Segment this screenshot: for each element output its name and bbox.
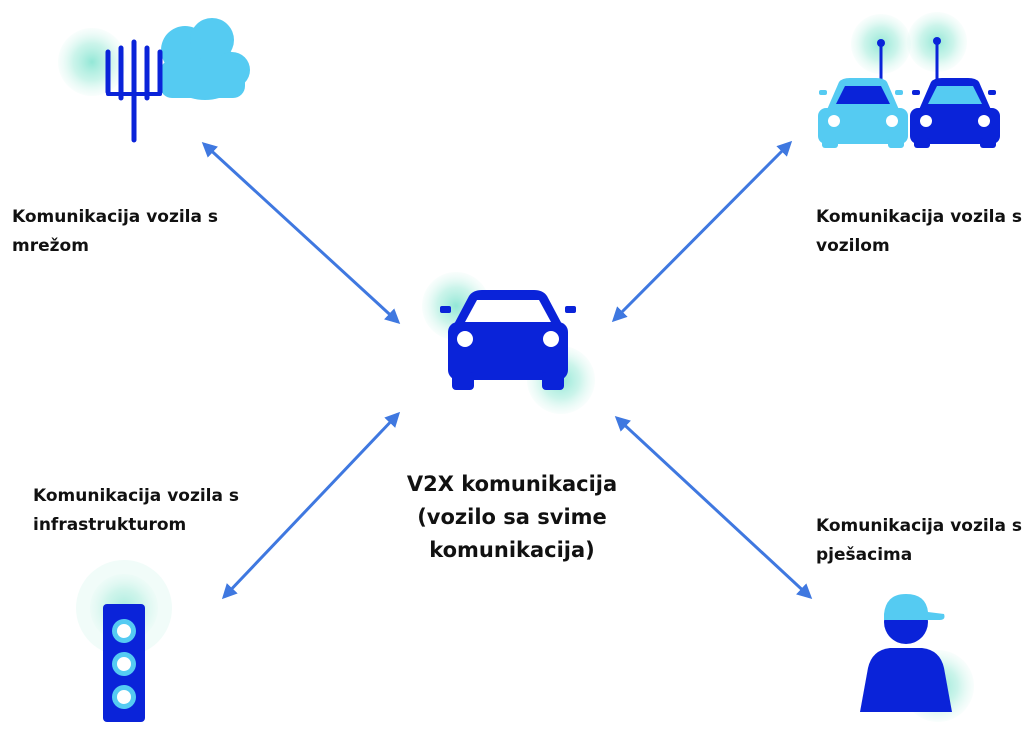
arrow-infrastructure xyxy=(221,411,401,600)
label-infrastructure-line-1: Komunikacija vozila s xyxy=(33,486,240,506)
arrow-network xyxy=(201,141,401,325)
label-vehicle: Komunikacija vozila s vozilom xyxy=(816,203,1022,261)
arrow-vehicle xyxy=(611,140,793,323)
label-pedestrian-line-1: Komunikacija vozila s xyxy=(816,516,1023,536)
label-vehicle-line-2: vozilom xyxy=(816,236,890,256)
center-car-icon xyxy=(422,272,595,414)
label-infrastructure-line-2: infrastrukturom xyxy=(33,515,187,535)
label-pedestrian: Komunikacija vozila s pješacima xyxy=(816,512,1022,570)
pedestrian-icon xyxy=(860,594,974,722)
center-label: V2X komunikacija (vozilo sa svime komuni… xyxy=(360,468,664,567)
label-infrastructure: Komunikacija vozila s infrastrukturom xyxy=(33,482,239,540)
label-network: Komunikacija vozila s mrežom xyxy=(12,203,218,261)
antenna-icon xyxy=(877,37,941,80)
car-light-icon xyxy=(818,78,908,148)
label-network-line-2: mrežom xyxy=(12,236,89,256)
cell-tower-cloud-icon xyxy=(58,18,250,143)
label-network-line-1: Komunikacija vozila s xyxy=(12,207,219,227)
center-label-line-2: (vozilo sa svime xyxy=(417,505,607,529)
traffic-light-icon xyxy=(76,560,172,722)
center-label-line-1: V2X komunikacija xyxy=(406,472,618,496)
arrow-pedestrian xyxy=(614,415,813,600)
label-vehicle-line-1: Komunikacija vozila s xyxy=(816,207,1023,227)
center-label-line-3: komunikacija) xyxy=(429,538,595,562)
cell-tower-icon xyxy=(105,39,163,143)
car-dark-icon xyxy=(910,78,1000,148)
cloud-icon xyxy=(160,18,250,100)
label-pedestrian-line-2: pješacima xyxy=(816,545,913,565)
two-cars-icon xyxy=(818,12,1000,148)
